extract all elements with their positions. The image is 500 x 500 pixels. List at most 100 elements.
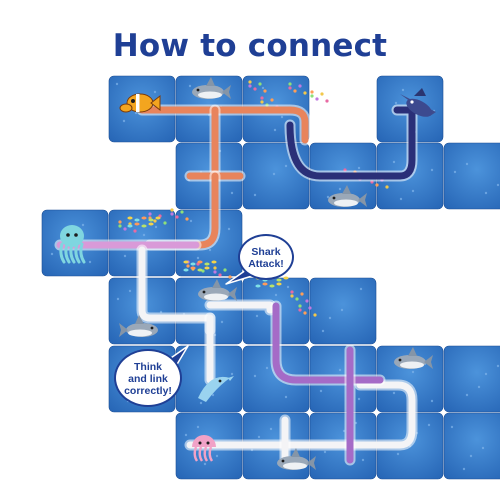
coral-dot: [260, 96, 264, 100]
bubble-speck: [469, 454, 473, 458]
game-tile[interactable]: [242, 142, 310, 210]
bubble-speck: [462, 467, 466, 471]
bubble-speck: [269, 427, 273, 431]
coral-dot: [213, 270, 217, 274]
bubble-speck: [328, 316, 332, 320]
bubble-speck: [265, 366, 269, 370]
coral-dot: [218, 273, 222, 277]
bubble-speck: [394, 101, 398, 105]
bubble-speck: [396, 452, 400, 456]
coral-dot: [260, 100, 264, 104]
jellyfish-icon: [192, 435, 216, 462]
game-tile[interactable]: [443, 412, 500, 480]
game-tile[interactable]: [309, 277, 377, 345]
coral-dot: [315, 97, 319, 101]
bubble-speck: [453, 170, 457, 174]
bubble-speck: [203, 462, 207, 466]
violet-route: [272, 302, 384, 384]
shark-attack-callout-body: [240, 236, 292, 278]
bubble-speck: [50, 252, 54, 256]
think-link-callout-line: and link: [128, 373, 168, 385]
routes-layer: [54, 104, 418, 466]
coral-dot: [290, 290, 294, 294]
bubble-speck: [284, 164, 288, 168]
bubble-speck: [321, 329, 325, 333]
coral-dot: [185, 217, 189, 221]
bubble-speck: [196, 425, 200, 429]
shark-icon: [277, 448, 316, 470]
bubble-speck: [230, 372, 234, 376]
orange-route: [138, 106, 309, 144]
coral-dot: [300, 292, 304, 296]
white-route: [186, 381, 416, 449]
coral-dot: [148, 212, 152, 216]
bubble-speck: [230, 191, 234, 195]
bubble-speck: [401, 88, 405, 92]
bubble-speck: [430, 399, 434, 403]
game-tile[interactable]: [443, 142, 500, 210]
bubble-speck: [188, 84, 192, 88]
bubble-speck: [115, 82, 119, 86]
bubble-speck: [257, 435, 261, 439]
bubble-speck: [116, 297, 120, 301]
bubble-speck: [484, 372, 488, 376]
bubble-speck: [280, 115, 284, 119]
coral-dot: [298, 308, 302, 312]
coral-dot: [310, 90, 314, 94]
bubble-speck: [338, 368, 342, 372]
coral-dot: [288, 86, 292, 90]
bubble-speck: [211, 393, 215, 397]
coral-dot: [213, 266, 217, 270]
bubble-speck: [427, 423, 431, 427]
bubble-speck: [184, 433, 188, 437]
bubble-speck: [411, 370, 415, 374]
shark-icon: [119, 315, 158, 337]
coral-dot: [228, 275, 232, 279]
bubble-speck: [477, 385, 481, 389]
bubble-speck: [154, 225, 158, 229]
bubble-speck: [189, 219, 193, 223]
coral-dot: [290, 294, 294, 298]
shark-attack-callout-line: Shark: [251, 246, 280, 258]
coral-dot: [248, 80, 252, 84]
bubble-speck: [411, 189, 415, 193]
shark-icon: [192, 77, 231, 99]
bubble-speck: [392, 160, 396, 164]
bubble-speck: [326, 195, 330, 199]
coral-dot: [295, 297, 299, 301]
white-route: [206, 301, 274, 314]
bubble-speck: [361, 458, 365, 462]
bubble-speck: [88, 260, 92, 264]
coral-dot: [186, 264, 190, 268]
bubble-speck: [357, 397, 361, 401]
coral-dot: [298, 84, 302, 88]
bubble-speck: [255, 314, 259, 318]
bubble-speck: [392, 391, 396, 395]
bubble-speck: [142, 233, 146, 237]
bubble-speck: [465, 162, 469, 166]
coral-dot: [263, 89, 267, 93]
bubble-speck: [399, 197, 403, 201]
bubble-speck: [323, 450, 327, 454]
bubble-speck: [123, 254, 127, 258]
tiles-layer: [41, 75, 500, 480]
dolphin-icon: [198, 376, 234, 402]
think-link-callout-line: correctly!: [124, 385, 172, 397]
coral-dot: [308, 306, 312, 310]
bubble-speck: [261, 86, 265, 90]
bubble-speck: [338, 187, 342, 191]
bubble-speck: [272, 172, 276, 176]
white-route: [138, 246, 214, 334]
bubble-speck: [196, 256, 200, 260]
shark-icon: [394, 347, 433, 369]
bubble-speck: [253, 374, 257, 378]
game-tile[interactable]: [443, 345, 500, 413]
bubble-speck: [359, 287, 363, 291]
bubble-speck: [199, 401, 203, 405]
bubble-speck: [484, 191, 488, 195]
page-title: How to connect: [112, 28, 388, 64]
creatures-layer: [59, 77, 436, 470]
coral-dot: [248, 84, 252, 88]
